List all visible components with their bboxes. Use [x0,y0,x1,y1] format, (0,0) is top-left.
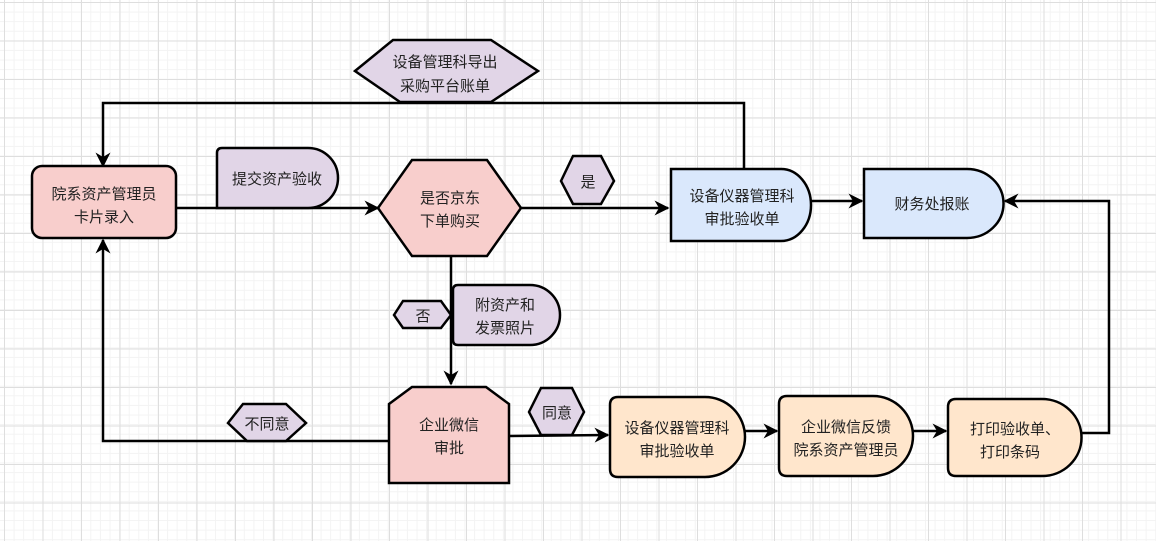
export-bill-line1: 设备管理科导出 [392,53,497,71]
disagree-label-shape [226,402,308,443]
node-no-label: 否 [392,299,453,330]
card-entry-shape [30,164,178,240]
node-print[interactable]: 打印验收单、 打印条码 [946,397,1083,478]
node-jd-decision[interactable]: 是否京东 下单购买 [376,158,523,258]
jd-decision-line2: 下单购买 [420,212,480,230]
card-entry-line1: 院系资产管理员 [51,185,156,203]
node-wechat-feedback[interactable]: 企业微信反馈 院系资产管理员 [777,394,915,478]
equip-approve-top-line2: 审批验收单 [704,210,779,228]
wechat-approve-line1: 企业微信 [419,416,479,434]
submit-acceptance-shape [215,146,340,210]
export-bill-line2: 采购平台账单 [400,77,490,95]
node-agree-label: 同意 [527,386,586,437]
agree-label-text: 同意 [542,404,572,422]
node-finance[interactable]: 财务处报账 [862,167,1005,240]
node-equip-approve-top[interactable]: 设备仪器管理科 审批验收单 [669,167,813,243]
node-disagree-label: 不同意 [226,402,308,443]
print-line1: 打印验收单、 [970,420,1060,438]
yes-label-text: 是 [580,173,595,191]
print-shape [946,397,1083,478]
export-bill-shape [352,38,541,104]
node-export-bill[interactable]: 设备管理科导出 采购平台账单 [352,38,541,104]
attach-photos-shape [451,283,562,347]
yes-label-shape [559,154,616,206]
wechat-feedback-line1: 企业微信反馈 [801,418,891,436]
node-equip-approve-bottom[interactable]: 设备仪器管理科 审批验收单 [608,395,747,479]
wechat-feedback-shape [777,394,915,478]
equip-approve-top-line1: 设备仪器管理科 [689,187,794,205]
equip-approve-top-shape [669,167,813,243]
jd-decision-line1: 是否京东 [420,189,480,207]
no-label-text: 否 [415,307,430,325]
finance-shape [862,167,1005,240]
node-submit-acceptance[interactable]: 提交资产验收 [215,146,340,210]
attach-photos-line1: 附资产和 [475,296,535,314]
edge-disagree-loop [95,238,388,443]
wechat-approve-shape [387,385,511,485]
finance-label: 财务处报账 [894,195,969,213]
jd-decision-shape [376,158,523,258]
submit-acceptance-label: 提交资产验收 [232,170,322,188]
node-wechat-approve[interactable]: 企业微信 审批 [387,385,511,485]
equip-approve-bottom-line2: 审批验收单 [639,442,714,460]
attach-photos-line2: 发票照片 [475,319,535,337]
print-line2: 打印条码 [980,443,1040,461]
equip-approve-bottom-shape [608,395,747,479]
node-card-entry[interactable]: 院系资产管理员 卡片录入 [30,164,178,240]
no-label-shape [392,299,453,330]
node-attach-photos[interactable]: 附资产和 发票照片 [451,283,562,347]
edge-print-to-finance [1003,193,1111,435]
agree-label-shape [527,386,586,437]
equip-approve-bottom-line1: 设备仪器管理科 [624,419,729,437]
node-yes-label: 是 [559,154,616,206]
wechat-feedback-line2: 院系资产管理员 [793,441,898,459]
card-entry-line2: 卡片录入 [74,208,134,226]
wechat-approve-line2: 审批 [434,439,464,457]
disagree-label-text: 不同意 [244,415,289,433]
